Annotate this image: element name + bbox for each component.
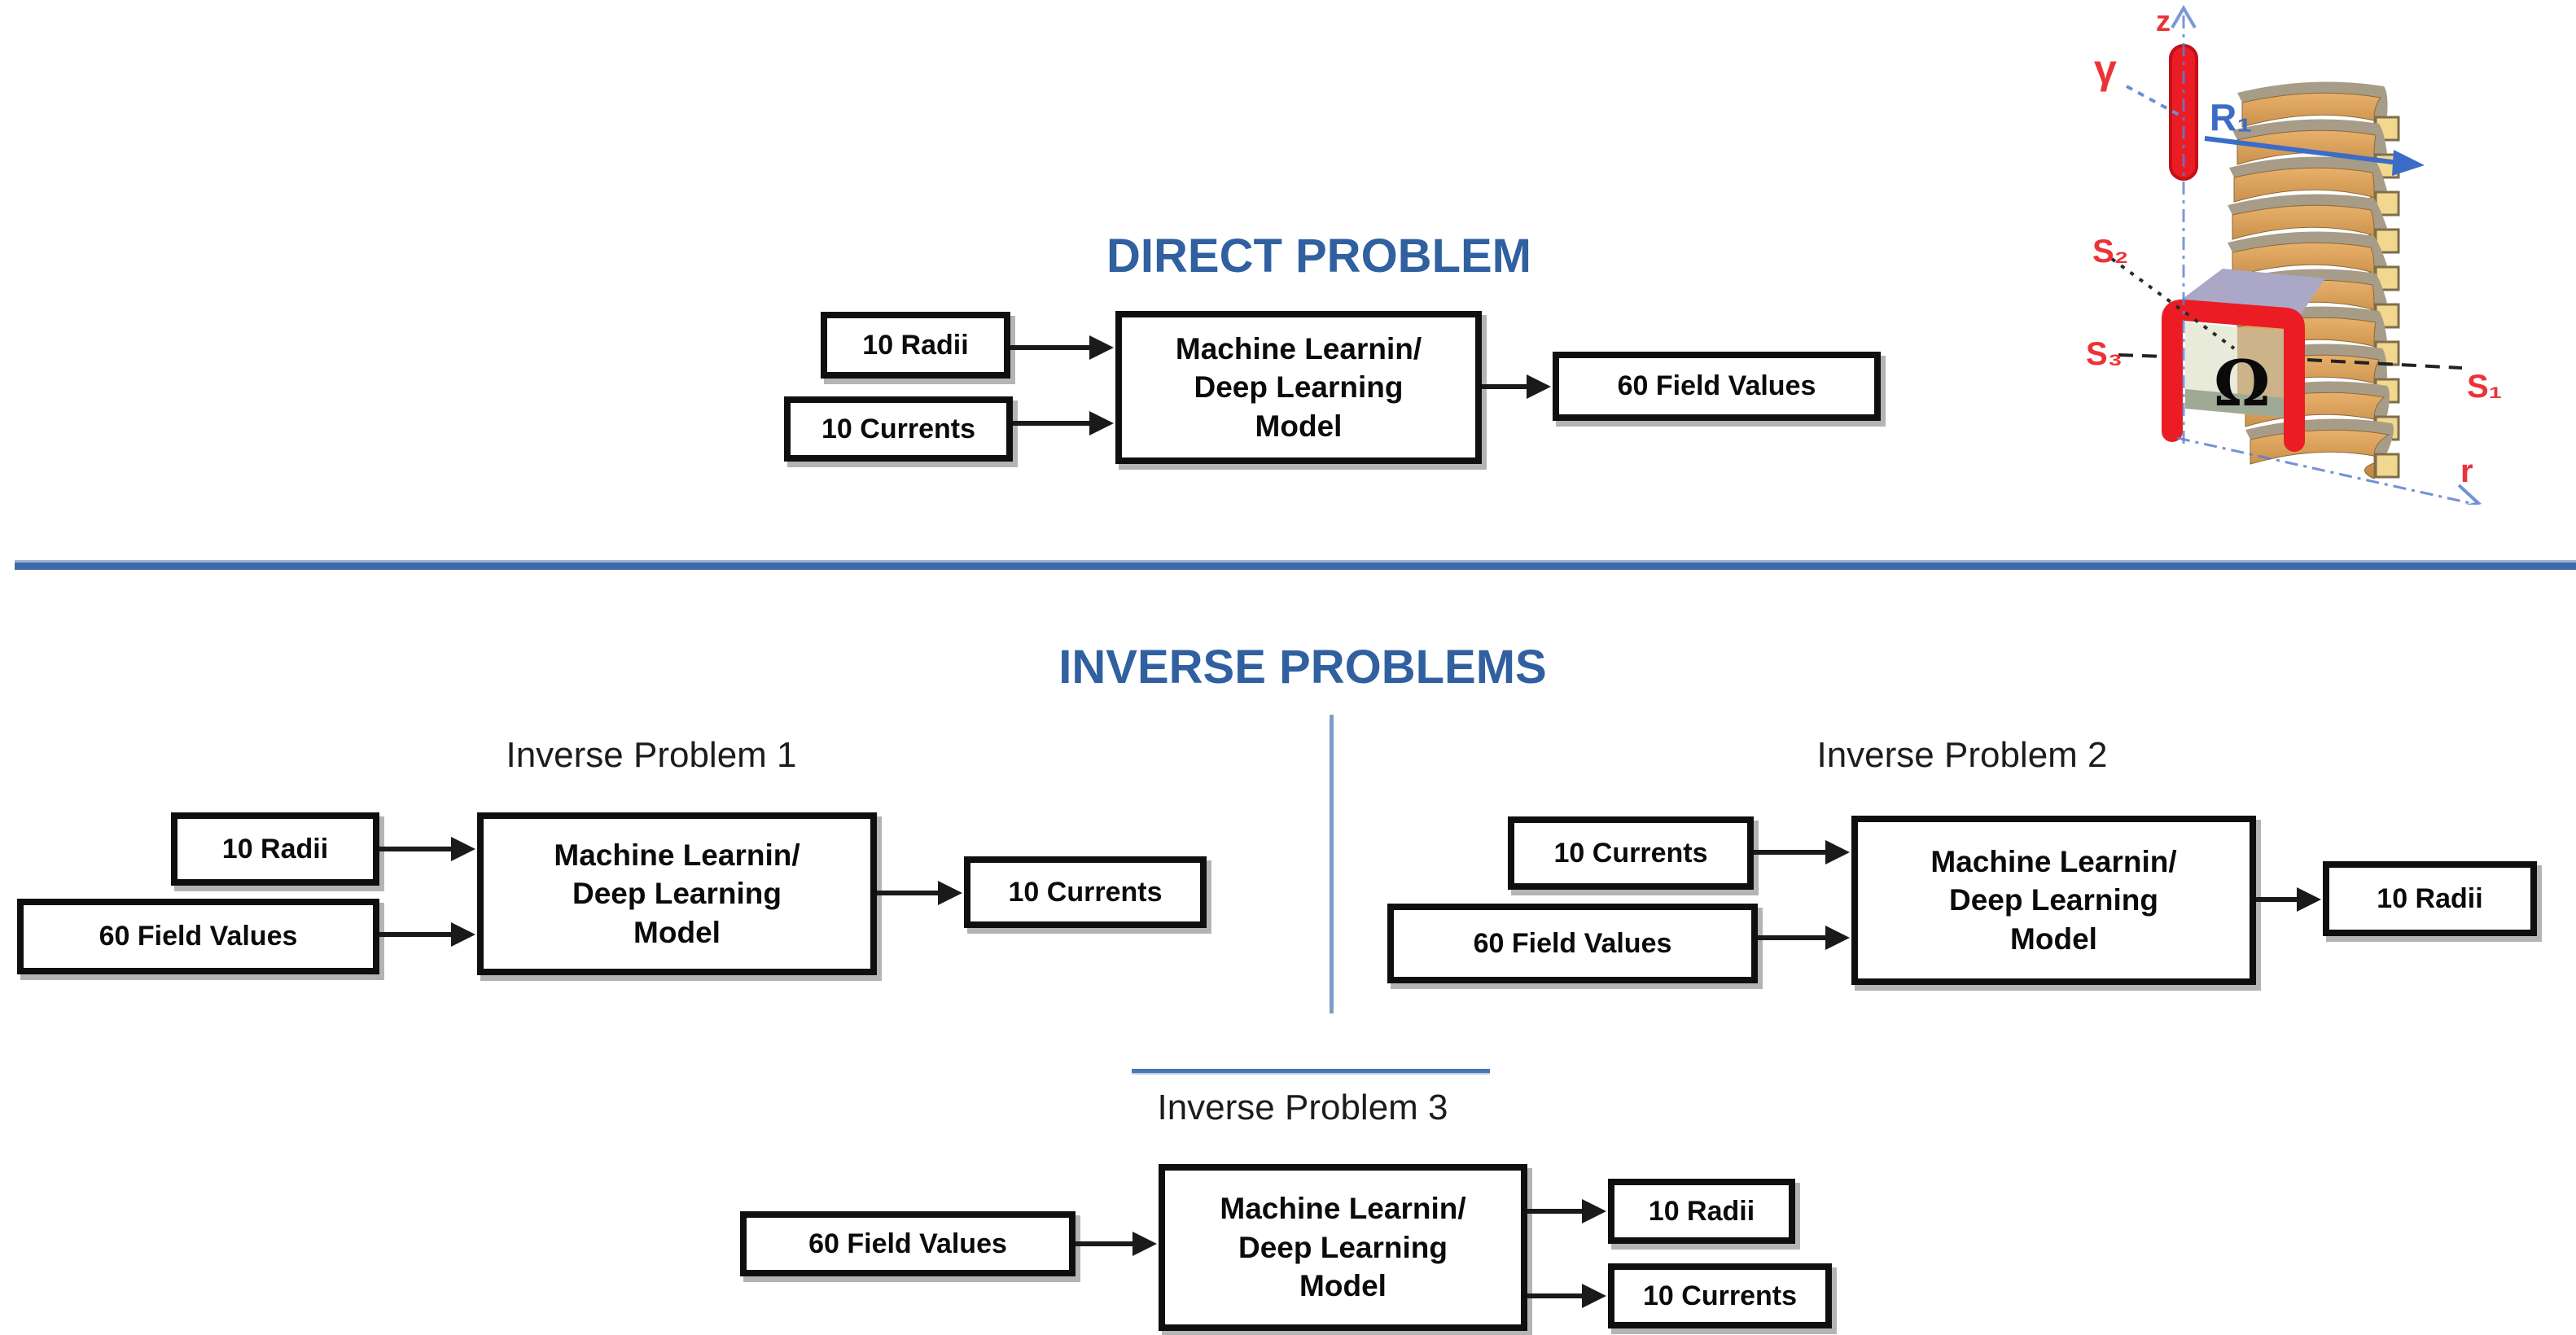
r1-arrow: [2204, 136, 2425, 176]
inverse-problem-2-title: Inverse Problem 2: [1816, 735, 2108, 775]
arrow: [379, 837, 475, 861]
omega-label: Ω: [2214, 347, 2270, 421]
arrow: [1010, 335, 1114, 360]
gamma-label: γ: [2094, 46, 2117, 92]
red-frame: [2162, 299, 2305, 452]
s3-dashed-line: [2118, 353, 2463, 370]
cube-floor: [2185, 389, 2294, 418]
inverse-problem-1-title: Inverse Problem 1: [506, 735, 797, 775]
arrow: [379, 922, 475, 947]
z-axis: [2171, 5, 2197, 444]
ip1-output-box-currents: 10 Currents: [964, 856, 1207, 928]
arrow: [877, 881, 962, 905]
inverse-problem-3-title: Inverse Problem 3: [1157, 1088, 1448, 1127]
ip2-model-box: Machine Learnin/ Deep Learning Model: [1851, 816, 2256, 985]
z-axis-arrowhead: [2171, 5, 2197, 29]
omega-cube: Ω: [2162, 269, 2325, 452]
inverse-divider-vertical: [1330, 715, 1334, 1013]
r1-label: R₁: [2210, 96, 2252, 138]
s2-label: S₂: [2092, 234, 2128, 269]
ip3-output-box-currents: 10 Currents: [1608, 1263, 1832, 1328]
ip3-input-box-field-values: 60 Field Values: [740, 1211, 1076, 1276]
ip1-input-box-radii: 10 Radii: [171, 812, 379, 886]
arrow: [2256, 887, 2321, 912]
arrow: [1527, 1284, 1606, 1308]
ip3-model-box: Machine Learnin/ Deep Learning Model: [1159, 1164, 1527, 1331]
r-axis-arrowhead: [2457, 484, 2482, 505]
r-axis: [2176, 436, 2482, 505]
ip2-input-box-field-values: 60 Field Values: [1387, 904, 1758, 983]
arrow: [1013, 411, 1114, 436]
ip3-output-box-radii: 10 Radii: [1608, 1179, 1795, 1244]
arrow: [1754, 840, 1850, 864]
coil-cap: [2374, 453, 2400, 479]
coil-model-figure: Ω z γ R₁ S₂ S₃ S₁ r: [2086, 4, 2502, 505]
ip1-model-box: Machine Learnin/ Deep Learning Model: [477, 812, 877, 975]
s1-label: S₁: [2467, 369, 2502, 405]
ip1-input-box-field-values: 60 Field Values: [17, 899, 379, 974]
arrow: [1758, 926, 1850, 950]
s3-label: S₃: [2086, 336, 2123, 372]
ip2-output-box-radii: 10 Radii: [2323, 861, 2537, 936]
z-axis-label: z: [2156, 4, 2171, 37]
direct-problem-title: DIRECT PROBLEM: [1106, 230, 1531, 282]
inverse3-divider-line: [1132, 1069, 1490, 1075]
direct-model-box: Machine Learnin/ Deep Learning Model: [1115, 311, 1482, 464]
arrow: [1527, 1199, 1606, 1223]
direct-input-box-radii: 10 Radii: [821, 312, 1010, 379]
direct-output-box-field-values: 60 Field Values: [1553, 352, 1881, 421]
section-divider: [15, 560, 2576, 570]
arrow: [1482, 374, 1551, 399]
s2-dashed-line: [2110, 257, 2236, 350]
direct-input-box-currents: 10 Currents: [784, 396, 1013, 462]
ip2-input-box-currents: 10 Currents: [1508, 816, 1754, 890]
coil-turn: [2228, 231, 2400, 292]
r-axis-label: r: [2460, 453, 2473, 489]
arrow: [1076, 1232, 1157, 1256]
gamma-dashed-line: [2126, 85, 2181, 117]
inverse-problems-title: INVERSE PROBLEMS: [1058, 641, 1547, 694]
